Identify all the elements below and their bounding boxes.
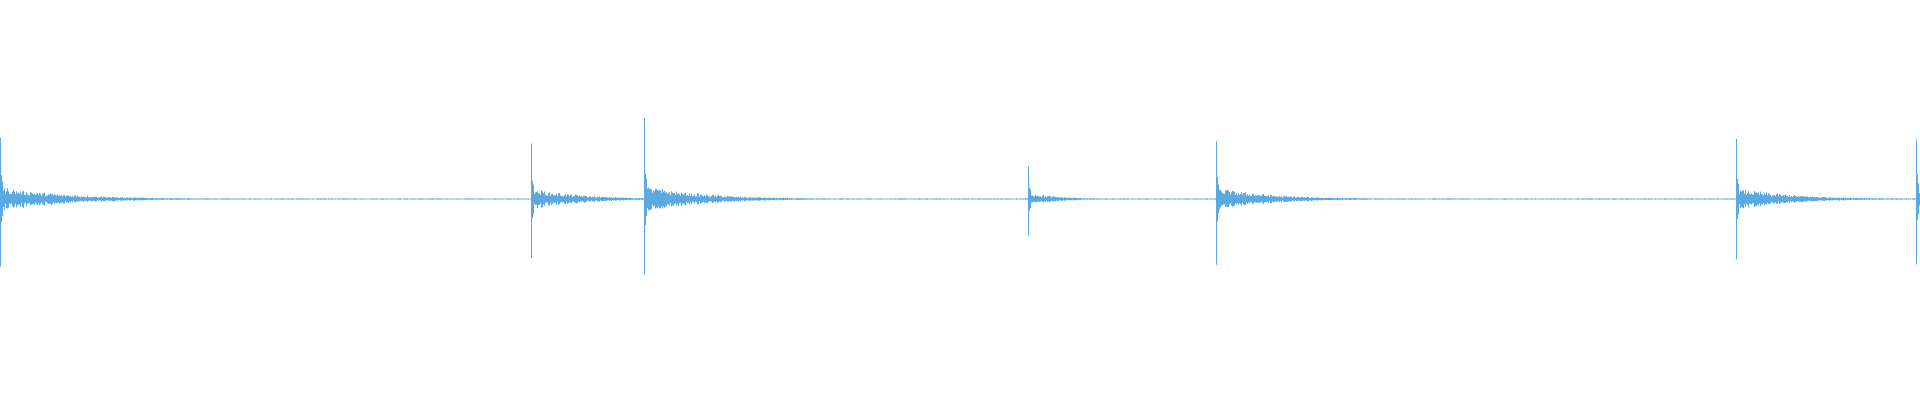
waveform-trace — [0, 117, 1920, 275]
